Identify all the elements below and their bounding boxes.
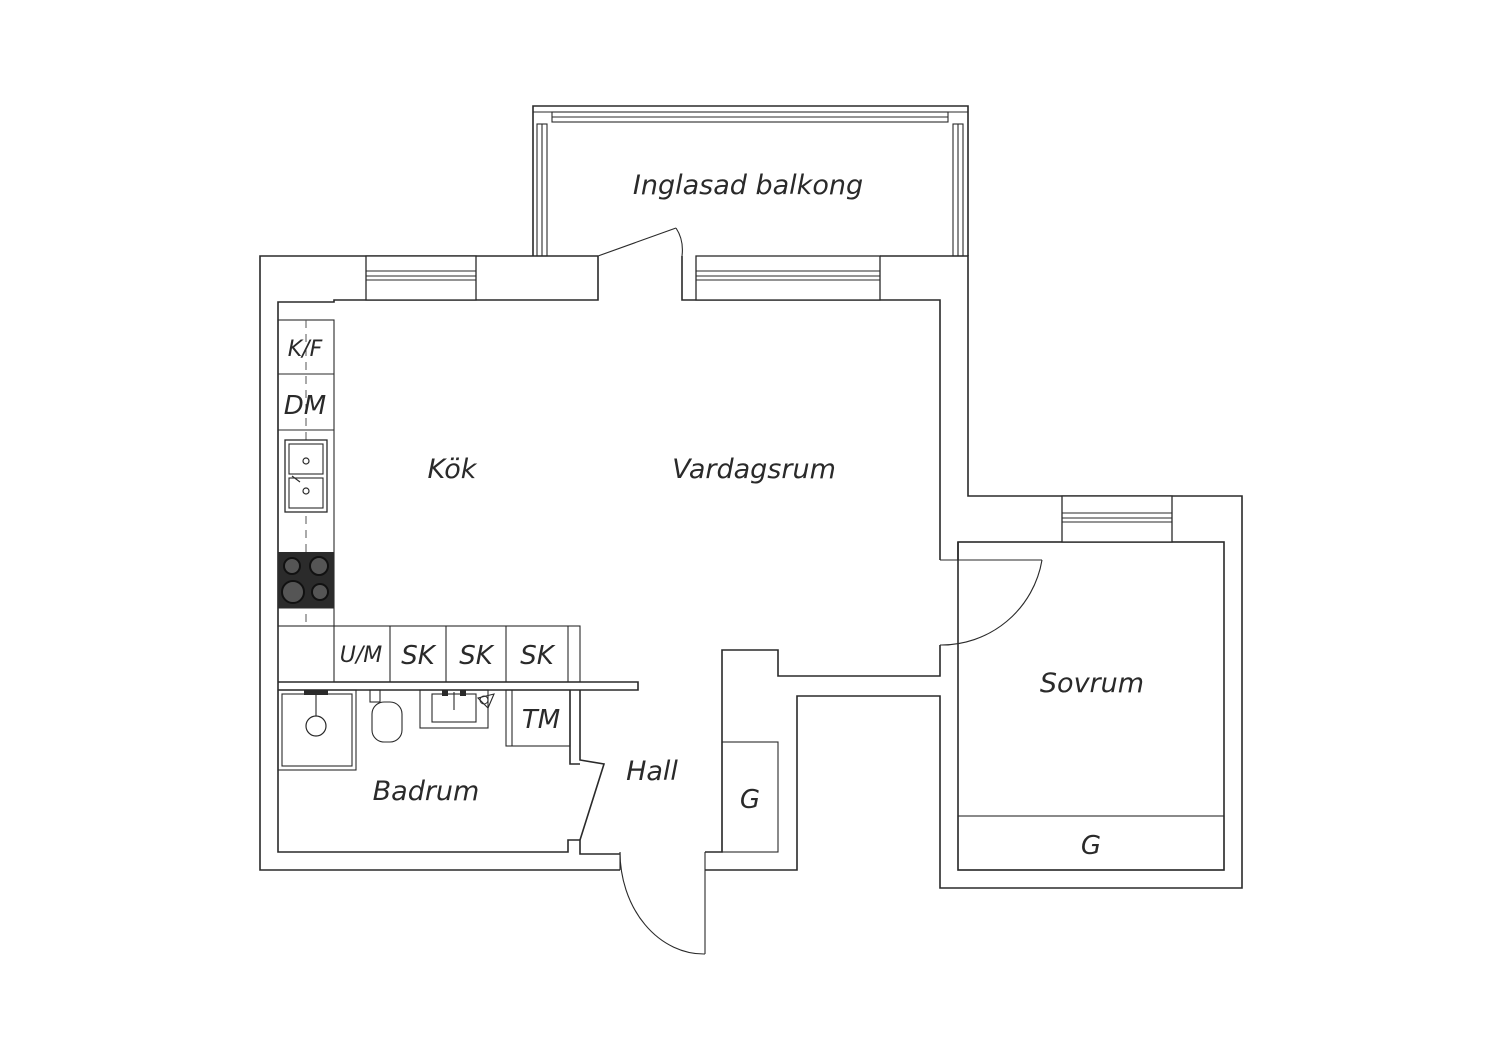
balcony	[532, 105, 969, 257]
label-bedroom-wardrobe: G	[1081, 831, 1101, 861]
shower-icon	[277, 689, 357, 771]
room-label-bedroom: Sovrum	[1040, 668, 1144, 699]
stove-icon	[278, 552, 334, 608]
label-cabinet: SK	[520, 641, 556, 671]
appliance-labels: K/F DM U/M SK SK SK TM G G	[284, 337, 1101, 861]
label-cabinet: SK	[401, 641, 437, 671]
label-fridge-freezer: K/F	[288, 337, 323, 362]
dryer-cabinet	[505, 689, 571, 747]
doors	[597, 227, 1043, 955]
label-washer-dryer: U/M	[340, 643, 383, 668]
windows	[365, 255, 1173, 543]
room-label-balcony: Inglasad balkong	[633, 170, 863, 201]
room-label-living-room: Vardagsrum	[672, 454, 836, 485]
washbasin-icon	[419, 689, 495, 729]
label-dryer-cabinet: TM	[522, 705, 560, 735]
label-dishwasher: DM	[284, 391, 326, 421]
label-cabinet: SK	[459, 641, 495, 671]
wardrobes	[721, 741, 1225, 871]
room-labels: Inglasad balkong Kök Vardagsrum Sovrum B…	[373, 170, 1144, 807]
cabinet-row	[333, 625, 581, 683]
label-hall-wardrobe: G	[740, 785, 760, 815]
room-label-hall: Hall	[626, 756, 678, 787]
kitchen-sink-icon	[284, 439, 328, 513]
room-label-kitchen: Kök	[428, 454, 478, 485]
bathroom-fixtures	[277, 689, 571, 771]
toilet-icon	[369, 689, 403, 743]
kitchen-counter	[277, 319, 335, 627]
room-label-bathroom: Badrum	[373, 776, 480, 807]
